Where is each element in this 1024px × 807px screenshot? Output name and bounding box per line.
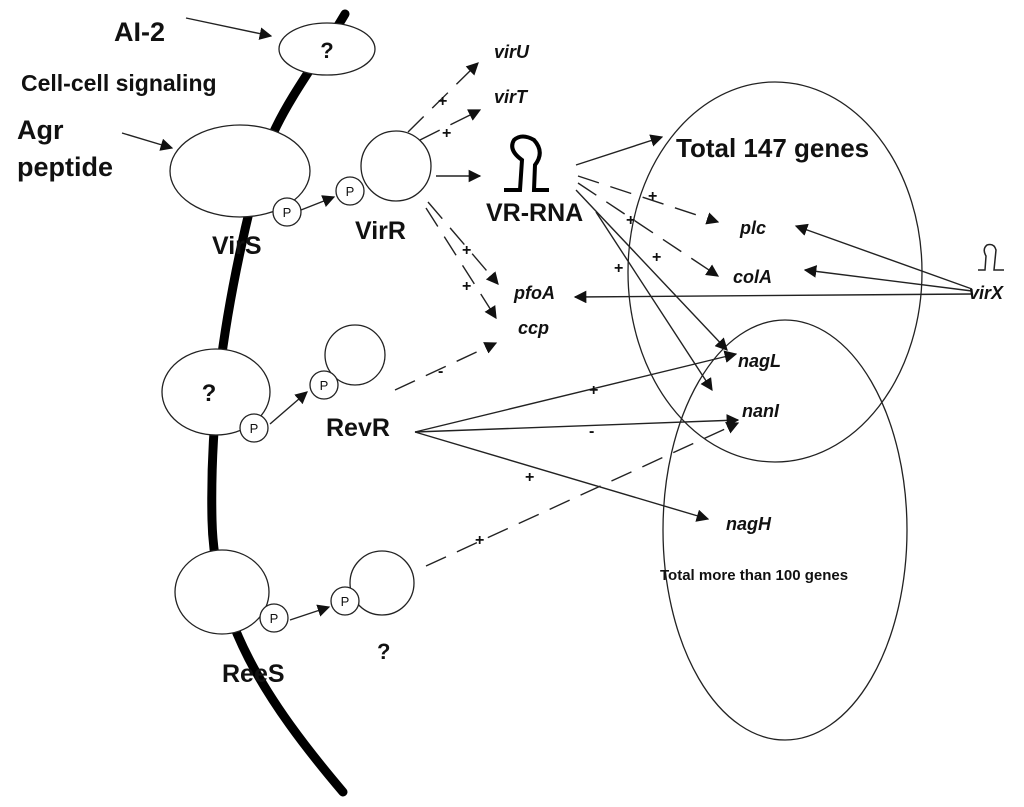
cell-signaling-label: Cell-cell signaling [21, 70, 217, 96]
virs-phospho-label: P [283, 205, 292, 220]
virr-to-virt-arrow [419, 109, 482, 141]
revr-to-ccp-arrow [394, 342, 498, 391]
gene-virx: virX [969, 283, 1004, 303]
virr-to-ccp-arrow [425, 207, 497, 320]
sign-virr-viru: + [438, 93, 447, 110]
virx-to-pfoa-arrow [573, 290, 973, 304]
rees-label: ReeS [222, 660, 285, 688]
unknown-receptor [161, 348, 271, 436]
rees-regulator-phospho-circle [330, 586, 360, 616]
sign-rees-nani: + [475, 532, 484, 549]
gene-viru: virU [494, 42, 530, 62]
vr-rna-structure [504, 134, 549, 192]
virr-regulator [360, 130, 432, 202]
agr-arrow [121, 132, 174, 151]
agr-label: Agr [17, 115, 64, 145]
gene-nagh: nagH [726, 514, 772, 534]
sign-virr-pfoa: + [462, 242, 471, 259]
gene-virt: virT [494, 87, 529, 107]
sign-revr-nani: - [589, 423, 594, 440]
sign-revr-ccp: - [438, 363, 443, 380]
sign-virr-ccp: + [462, 278, 471, 295]
ai2-label: AI-2 [114, 17, 165, 47]
sign-virr-virt: + [442, 125, 451, 142]
virr-phospho-circle [335, 176, 365, 206]
virs-label: VirS [212, 232, 262, 260]
virr-phospho-label: P [346, 184, 355, 199]
virs-to-virr-arrow [300, 195, 336, 211]
rees-regulator-question: ? [377, 639, 390, 664]
revr-regulator [324, 324, 386, 386]
gene-ccp: ccp [518, 318, 549, 338]
rees-receptor [174, 549, 270, 635]
virx-to-plc-arrow [794, 223, 973, 290]
sign-revr-nagl: + [589, 382, 598, 399]
vrrna-to-plc-arrow [577, 175, 720, 225]
virs-receptor [169, 124, 311, 218]
rees-regulator-phospho-label: P [341, 594, 350, 609]
virr-to-pfoa-arrow [427, 201, 499, 285]
vrrna-to-nani-arrow [595, 211, 713, 392]
gene-nani: nanI [742, 401, 780, 421]
ai2-receptor [278, 22, 376, 76]
virr-to-viru-arrow [407, 62, 479, 133]
sign-vrrna-nani: + [614, 260, 623, 277]
sign-vrrna-plc: + [648, 188, 657, 205]
virx-to-cola-arrow [803, 265, 973, 292]
unknown-to-revr-arrow [269, 391, 308, 425]
gene-cola: colA [733, 267, 772, 287]
sign-vrrna-cola: + [626, 212, 635, 229]
virs-phospho-circle [272, 197, 302, 227]
revr-phospho-circle [309, 370, 339, 400]
vrrna-label: VR-RNA [486, 199, 583, 227]
gene-nagl: nagL [738, 351, 781, 371]
ai2-arrow [185, 17, 273, 40]
gene-pfoa: pfoA [513, 283, 555, 303]
unknown-receptor-question: ? [202, 380, 217, 407]
gene-plc: plc [739, 218, 766, 238]
vrrna-to-nagl-arrow [575, 189, 728, 351]
vrrna-to-cola-arrow [577, 182, 720, 277]
ai2-receptor-question: ? [320, 38, 333, 63]
rees-phospho-label: P [270, 611, 279, 626]
virx-rna-structure [978, 243, 1004, 271]
revr-to-nagl-arrow [414, 350, 738, 433]
revr-to-nagh-arrow [414, 431, 710, 522]
unknown-receptor-phospho-label: P [250, 421, 259, 436]
revr-to-nani-arrow [414, 414, 740, 433]
rees-to-regulator-arrow [289, 604, 331, 621]
rees-phospho-circle [259, 603, 289, 633]
peptide-label: peptide [17, 152, 113, 182]
gene-set-100-ellipse [662, 319, 908, 741]
total-147-label: Total 147 genes [676, 133, 869, 163]
sign-vrrna-nagl: + [652, 249, 661, 266]
total-100-label: Total more than 100 genes [660, 567, 848, 584]
rees-regulator [349, 550, 415, 616]
rees-regulator-to-nani-arrow [425, 421, 740, 567]
revr-phospho-label: P [320, 378, 329, 393]
virr-label: VirR [355, 217, 406, 245]
gene-set-147-ellipse [627, 81, 923, 463]
unknown-receptor-phospho-circle [239, 413, 269, 443]
sign-revr-nagh: + [525, 469, 534, 486]
revr-label: RevR [326, 414, 390, 442]
vrrna-to-total147-arrow [575, 134, 664, 166]
